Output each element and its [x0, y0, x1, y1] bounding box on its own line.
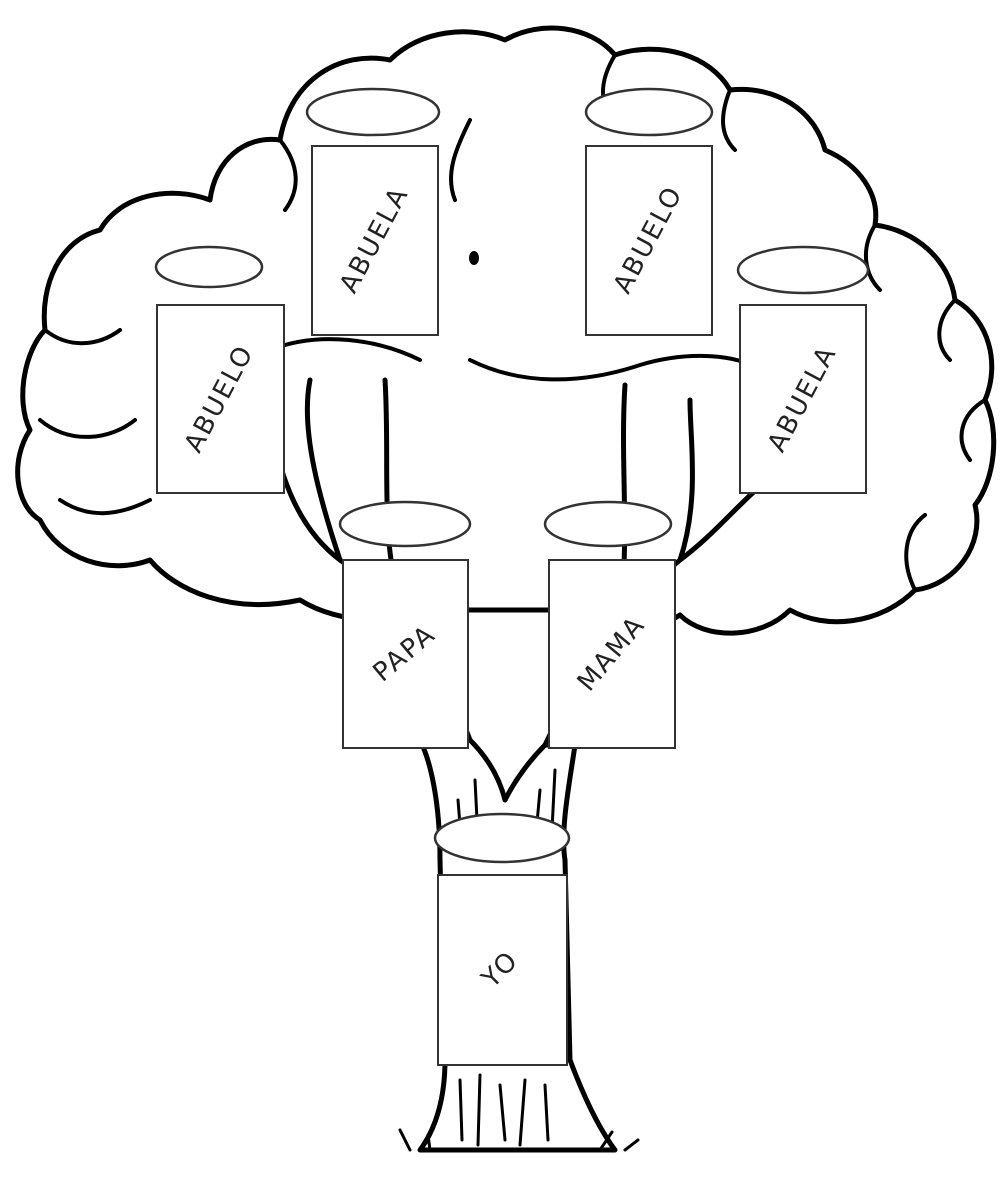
name-card	[156, 304, 285, 494]
photo-oval	[736, 245, 870, 295]
photo-oval	[543, 500, 673, 548]
parent-mama: MAMA	[543, 500, 676, 749]
photo-oval	[584, 87, 714, 137]
grandparent-abuelo-right: ABUELO	[584, 87, 714, 336]
name-card	[311, 145, 439, 336]
photo-oval	[154, 245, 264, 289]
parent-papa: PAPA	[338, 500, 472, 749]
foliage-line-right	[863, 223, 987, 592]
foliage-line-left	[38, 328, 152, 516]
foliage-line-upper	[278, 53, 737, 212]
name-card	[437, 874, 568, 1066]
photo-oval	[305, 87, 441, 137]
grandparent-abuela-right: ABUELA	[736, 245, 870, 494]
name-card	[548, 559, 676, 749]
photo-oval	[338, 500, 472, 548]
self-yo: YO	[433, 812, 571, 1066]
grandparent-abuela-left: ABUELA	[305, 87, 441, 336]
name-card	[739, 304, 867, 494]
name-card	[585, 145, 713, 336]
grandparent-abuelo-left: ABUELO	[154, 245, 285, 494]
foliage-knot	[469, 251, 479, 265]
name-card	[342, 559, 469, 749]
photo-oval	[433, 812, 571, 864]
grass-strokes	[398, 1128, 640, 1152]
